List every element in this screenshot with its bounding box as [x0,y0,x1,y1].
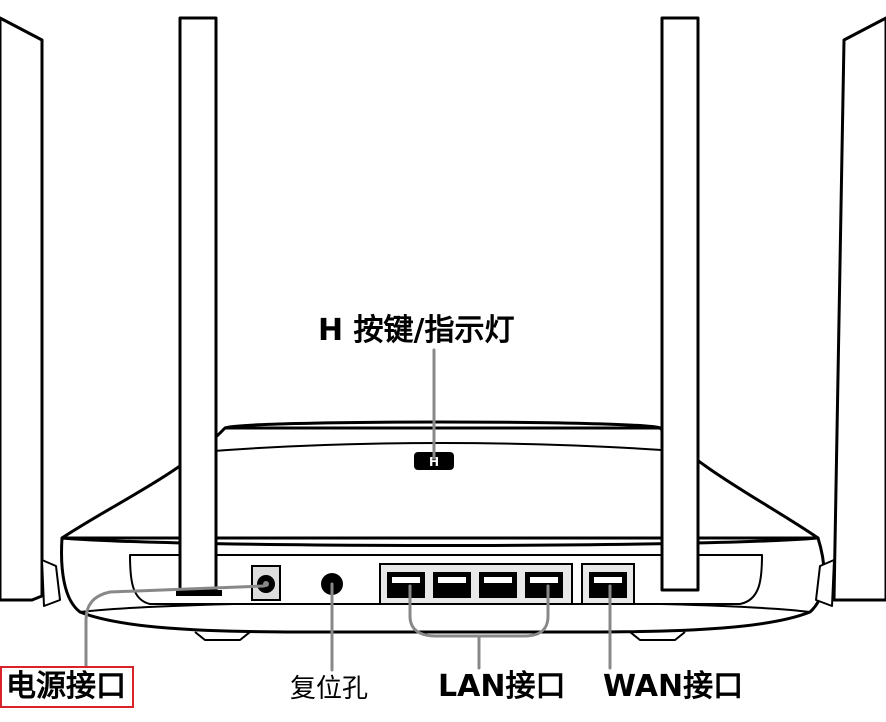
antennas [0,16,886,607]
antenna-right-inner [660,16,700,592]
reset-hole-label: 复位孔 [290,674,369,704]
leader-lan [408,584,550,670]
power-port [176,565,281,601]
svg-text:H: H [429,455,439,469]
lan-port-group [379,563,573,605]
wan-port-label: WAN接口 [603,669,744,704]
antenna-right-outer [832,16,886,602]
callout-lines [84,348,612,672]
h-button: H [414,452,454,470]
h-button-label: H 按键/指示灯 [318,313,515,348]
power-port-highlight-box [0,666,134,708]
power-port-label: 电源接口 [6,669,126,704]
wan-port [581,563,635,605]
antenna-left-outer [0,16,44,602]
antenna-left-inner [178,16,218,592]
lan-port-label: LAN接口 [438,669,566,704]
leader-power [84,584,266,668]
